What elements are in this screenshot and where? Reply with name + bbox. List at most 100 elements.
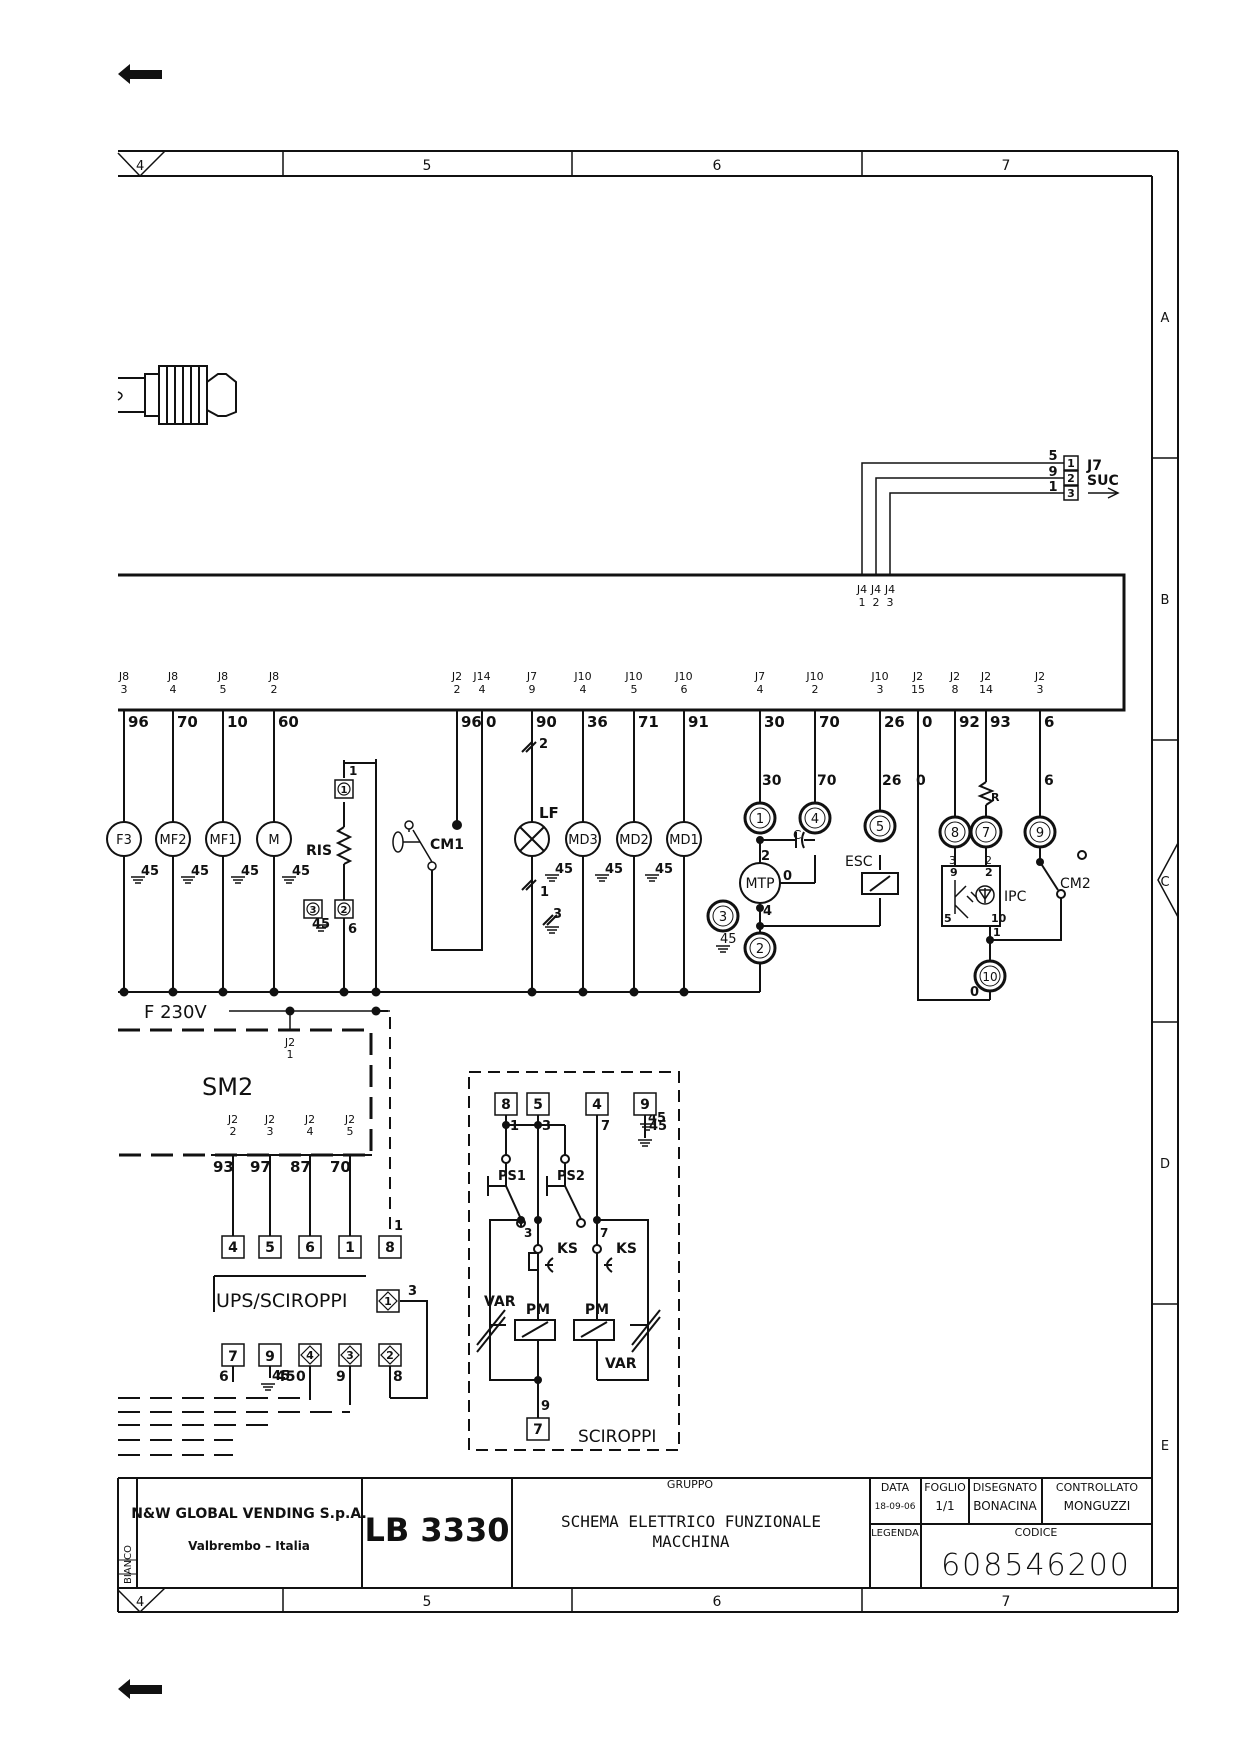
board-connector-pin: 1 xyxy=(859,596,866,609)
ps1-label: PS1 xyxy=(498,1169,526,1184)
motor-column xyxy=(123,710,685,992)
j2-pin: 1 xyxy=(287,1048,294,1061)
wire-number: 1 xyxy=(540,885,549,900)
sm2-connector-pin: 2 xyxy=(230,1125,237,1138)
ups-top-pin: 4 xyxy=(228,1240,238,1256)
sm2-connector-name: J2 xyxy=(344,1113,355,1126)
terminal-number: 8 xyxy=(951,826,959,841)
board-connector-pin: 3 xyxy=(1037,683,1044,696)
control-board: J4 J4 J4 1 2 3 J8396J8470J8510J8260J2296… xyxy=(118,573,1126,731)
sciroppi-top-wire: 3 xyxy=(542,1119,551,1134)
ups-bottom-wire: 9 xyxy=(336,1369,346,1385)
column-label: 5 xyxy=(423,158,432,174)
board-connector-pin: 2 xyxy=(454,683,461,696)
board-wire-number: 92 xyxy=(959,713,980,731)
sm2-wire-number: 70 xyxy=(330,1158,351,1176)
ipc-label: IPC xyxy=(1004,889,1027,905)
ground-label: 45 xyxy=(312,917,330,932)
wire-number: 9 xyxy=(541,1399,550,1414)
sciroppi-top-wire: 45 xyxy=(649,1119,667,1134)
terminal-number: 5 xyxy=(876,820,884,835)
wire-number: 0 xyxy=(783,869,792,884)
board-connector-name: J2 xyxy=(949,670,960,683)
codice-value: 608546200 xyxy=(941,1548,1131,1583)
cm1-microswitch: CM1 xyxy=(392,820,464,871)
back-arrow-icon-top[interactable] xyxy=(118,64,162,84)
model-number: LB 3330 xyxy=(365,1511,510,1549)
ps2-label: PS2 xyxy=(557,1169,585,1184)
board-wire-number: 0 xyxy=(922,713,932,731)
ups-label: UPS/SCIROPPI xyxy=(216,1290,347,1312)
motor-symbols: F3 MF2 MF1 M MD3 MD2 MD1 xyxy=(106,821,702,857)
wire-number: 7 xyxy=(600,1226,608,1240)
sm2-connector-pin: 5 xyxy=(347,1125,354,1138)
connector-sub: SUC xyxy=(1087,473,1119,489)
sm2-wire-number: 97 xyxy=(250,1158,271,1176)
cm1-label: CM1 xyxy=(430,837,464,853)
board-connector-name: J10 xyxy=(805,670,823,683)
wire-number: 2 xyxy=(539,737,548,752)
wire-number: 30 xyxy=(762,773,782,789)
motor-label: M xyxy=(268,833,279,848)
connector-name: J7 xyxy=(1086,458,1102,474)
disegnato-label: DISEGNATO xyxy=(973,1481,1038,1494)
ups-bottom-pin: 9 xyxy=(265,1349,275,1365)
sciroppi-top-pin: 8 xyxy=(501,1097,511,1113)
wire-number: 6 xyxy=(348,922,357,937)
board-connector-name: J2 xyxy=(980,670,991,683)
row-label: A xyxy=(1161,311,1170,326)
board-connector-name: J10 xyxy=(870,670,888,683)
ups-bottom-pin: 4 xyxy=(306,1349,314,1362)
ground-label: 45 xyxy=(605,862,623,877)
board-connector-pin: 3 xyxy=(877,683,884,696)
wire-number: 0 xyxy=(916,773,926,789)
board-wire-number: 10 xyxy=(227,713,248,731)
back-arrow-icon-bottom[interactable] xyxy=(118,1679,162,1699)
terminal-number: 3 xyxy=(719,910,727,925)
board-connector-name: J7 xyxy=(526,670,537,683)
ground-label: 45 xyxy=(655,862,673,877)
lf-lamp: 2 LF 1 3 xyxy=(514,737,562,926)
ups-side-pin: 1 xyxy=(384,1295,392,1308)
sciroppi-top-wire: 1 xyxy=(510,1119,519,1134)
codice-label: CODICE xyxy=(1015,1526,1058,1539)
drawing-frame xyxy=(117,150,1179,1613)
board-connector-name: J8 xyxy=(118,670,129,683)
terminal-number: 10 xyxy=(991,912,1007,925)
board-connector-name: J4 xyxy=(870,583,881,596)
ups-top-pin: 8 xyxy=(385,1240,395,1256)
row-label: B xyxy=(1161,593,1170,608)
column-label: 6 xyxy=(713,158,722,174)
wire-number: 6 xyxy=(1044,773,1054,789)
terminal-number: 1 xyxy=(341,785,348,796)
column-labels: 4 5 6 7 4 5 6 7 A B C D E xyxy=(136,158,1170,1610)
board-connector-list: J8396J8470J8510J8260J2296J1440J7990J1043… xyxy=(118,670,1055,731)
ris-label: RIS xyxy=(306,843,332,859)
sm2-connector-name: J2 xyxy=(227,1113,238,1126)
wire-number: 26 xyxy=(882,773,901,789)
ks-label: KS xyxy=(557,1241,578,1257)
ris-heater: RIS 1 1 2 3 6 6 xyxy=(303,764,357,937)
terminal-number: 5 xyxy=(944,912,952,925)
margin-text: BIANCO xyxy=(123,1545,134,1584)
sciroppi-top-pin: 9 xyxy=(640,1097,650,1113)
cm2-label: CM2 xyxy=(1060,876,1091,892)
pin-number: 2 xyxy=(1067,472,1075,485)
foglio-label: FOGLIO xyxy=(924,1481,966,1494)
board-connector-pin: 14 xyxy=(979,683,993,696)
column-label: 7 xyxy=(1002,1594,1011,1610)
board-connector-name: J2 xyxy=(912,670,923,683)
board-wire-number: 71 xyxy=(638,713,659,731)
motor-mf2-icon: MF2 xyxy=(155,821,191,857)
sciroppi-title: SCIROPPI xyxy=(578,1427,656,1447)
wire-number: 5 xyxy=(1048,449,1057,464)
terminal-number: 4 xyxy=(811,812,819,827)
board-connector-pin: 3 xyxy=(121,683,128,696)
terminal-number: 7 xyxy=(982,826,990,841)
sm2-connector-name: J2 xyxy=(304,1113,315,1126)
column-label: 4 xyxy=(136,159,144,174)
ups-top-pin: 6 xyxy=(305,1240,315,1256)
pin-number: 1 xyxy=(1067,457,1075,470)
